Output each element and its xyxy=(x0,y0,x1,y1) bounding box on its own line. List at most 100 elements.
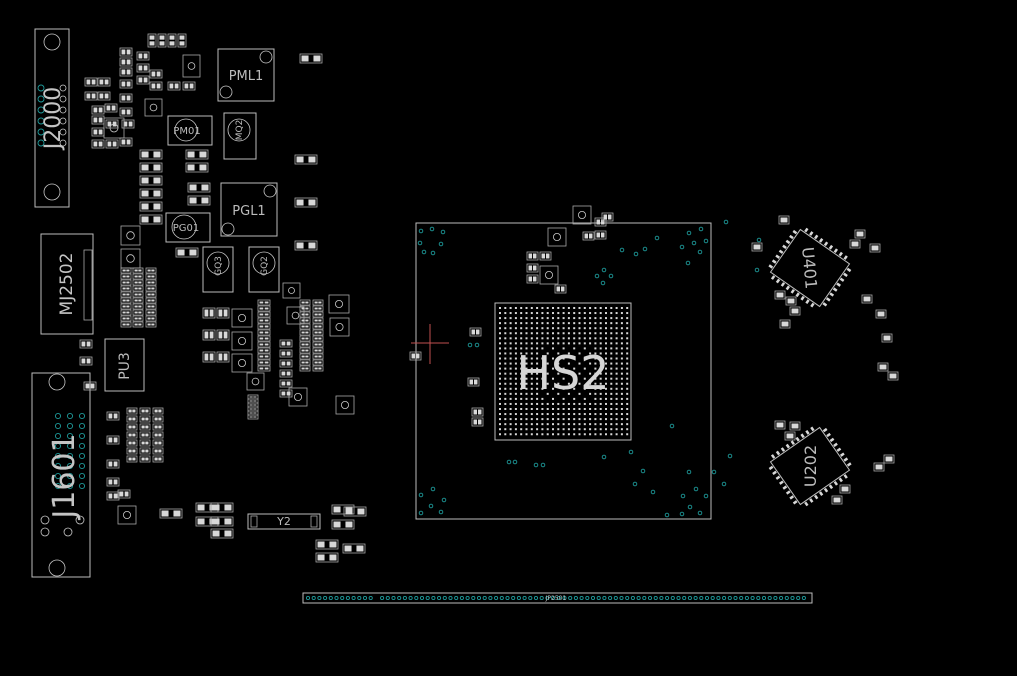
label-u401: U401 xyxy=(798,246,821,290)
passive-part xyxy=(132,297,144,304)
passive-part xyxy=(139,431,151,439)
passive-part xyxy=(299,329,311,336)
passive-part xyxy=(257,359,271,366)
passive-part xyxy=(343,506,367,517)
passive-part xyxy=(84,77,98,87)
ic-package xyxy=(231,308,253,328)
component-y2[interactable]: Y2 xyxy=(247,513,321,530)
label-pm01: PM01 xyxy=(173,126,200,137)
passive-part xyxy=(774,420,786,430)
passive-part xyxy=(257,299,271,306)
passive-part xyxy=(145,267,157,274)
passive-part xyxy=(526,263,539,273)
passive-part xyxy=(119,47,133,57)
passive-part xyxy=(147,33,157,48)
passive-part xyxy=(279,369,293,378)
passive-part xyxy=(887,371,899,381)
passive-part xyxy=(202,351,216,363)
passive-part xyxy=(126,447,138,455)
passive-part xyxy=(136,63,150,73)
passive-part xyxy=(257,347,271,354)
ic-package xyxy=(335,395,355,415)
component-u401[interactable]: U401 xyxy=(764,223,857,314)
passive-part xyxy=(106,459,120,469)
passive-part xyxy=(315,552,339,563)
passive-part xyxy=(182,81,196,91)
component-pm01[interactable]: PM01 xyxy=(167,115,213,146)
passive-part xyxy=(210,528,234,539)
component-pgl1[interactable]: PGL1 xyxy=(220,182,278,237)
label-mj2502: MJ2502 xyxy=(57,253,77,316)
passive-part xyxy=(861,294,873,304)
passive-part xyxy=(331,519,355,530)
label-pml1: PML1 xyxy=(229,69,264,84)
passive-part xyxy=(145,279,157,286)
ic-package xyxy=(286,306,305,325)
passive-part xyxy=(119,67,133,77)
component-u202[interactable]: U202 xyxy=(764,421,857,512)
ic-pin1-dot xyxy=(334,299,343,308)
passive-part xyxy=(778,215,790,225)
ic-package xyxy=(547,227,567,247)
passive-components[interactable] xyxy=(79,33,899,563)
label-mq2: MQ2 xyxy=(235,120,245,141)
passive-part xyxy=(132,279,144,286)
passive-part xyxy=(526,274,539,284)
component-hs2[interactable]: HS2 xyxy=(415,219,762,520)
component-pu3[interactable]: PU3 xyxy=(104,338,145,392)
passive-part xyxy=(216,307,230,319)
passive-part xyxy=(175,247,199,258)
ic-pin1-dot xyxy=(123,510,132,519)
passive-part xyxy=(132,285,144,292)
passive-part xyxy=(312,311,324,318)
component-j1601[interactable]: J1601 xyxy=(31,372,91,578)
component-mq2[interactable]: MQ2 xyxy=(223,112,257,160)
passive-part xyxy=(139,214,163,225)
passive-part xyxy=(120,309,132,316)
passive-part xyxy=(247,402,259,408)
passive-part xyxy=(139,188,163,199)
passive-part xyxy=(119,137,133,147)
passive-part xyxy=(312,305,324,312)
component-gq3[interactable]: GQ3 xyxy=(202,246,234,293)
passive-part xyxy=(84,91,98,101)
component-gq2[interactable]: GQ2 xyxy=(248,246,280,293)
passive-part xyxy=(257,341,271,348)
passive-part xyxy=(145,315,157,322)
passive-part xyxy=(119,57,133,67)
component-bottom-connector[interactable]: JP2501 xyxy=(302,592,813,604)
passive-part xyxy=(409,351,422,361)
component-mj2502[interactable]: MJ2502 xyxy=(40,233,94,335)
passive-part xyxy=(136,51,150,61)
component-pml1[interactable]: PML1 xyxy=(217,48,275,102)
label-pu3: PU3 xyxy=(117,352,133,380)
passive-part xyxy=(152,455,164,463)
passive-part xyxy=(145,297,157,304)
ic-package xyxy=(120,248,141,269)
passive-part xyxy=(106,477,120,487)
passive-part xyxy=(91,127,105,137)
passive-part xyxy=(582,231,595,241)
cursor-crosshair xyxy=(411,324,449,364)
passive-part xyxy=(132,321,144,328)
passive-part xyxy=(139,162,163,173)
passive-part xyxy=(152,415,164,423)
ic-package xyxy=(539,265,559,285)
passive-part xyxy=(279,349,293,358)
passive-part xyxy=(247,410,259,416)
component-pg01[interactable]: PG01 xyxy=(165,212,211,243)
passive-part xyxy=(210,502,234,513)
passive-part xyxy=(145,321,157,328)
passive-part xyxy=(247,398,259,404)
passive-part xyxy=(247,406,259,412)
ic-pin1-dot xyxy=(237,336,246,345)
passive-part xyxy=(139,175,163,186)
component-j2000[interactable]: J2000 xyxy=(34,28,70,208)
ic-package xyxy=(329,317,350,337)
passive-part xyxy=(106,411,120,421)
passive-part xyxy=(120,267,132,274)
label-gq3: GQ3 xyxy=(214,256,224,276)
label-pg01: PG01 xyxy=(173,223,200,234)
ic-pin1-dot xyxy=(335,322,344,331)
